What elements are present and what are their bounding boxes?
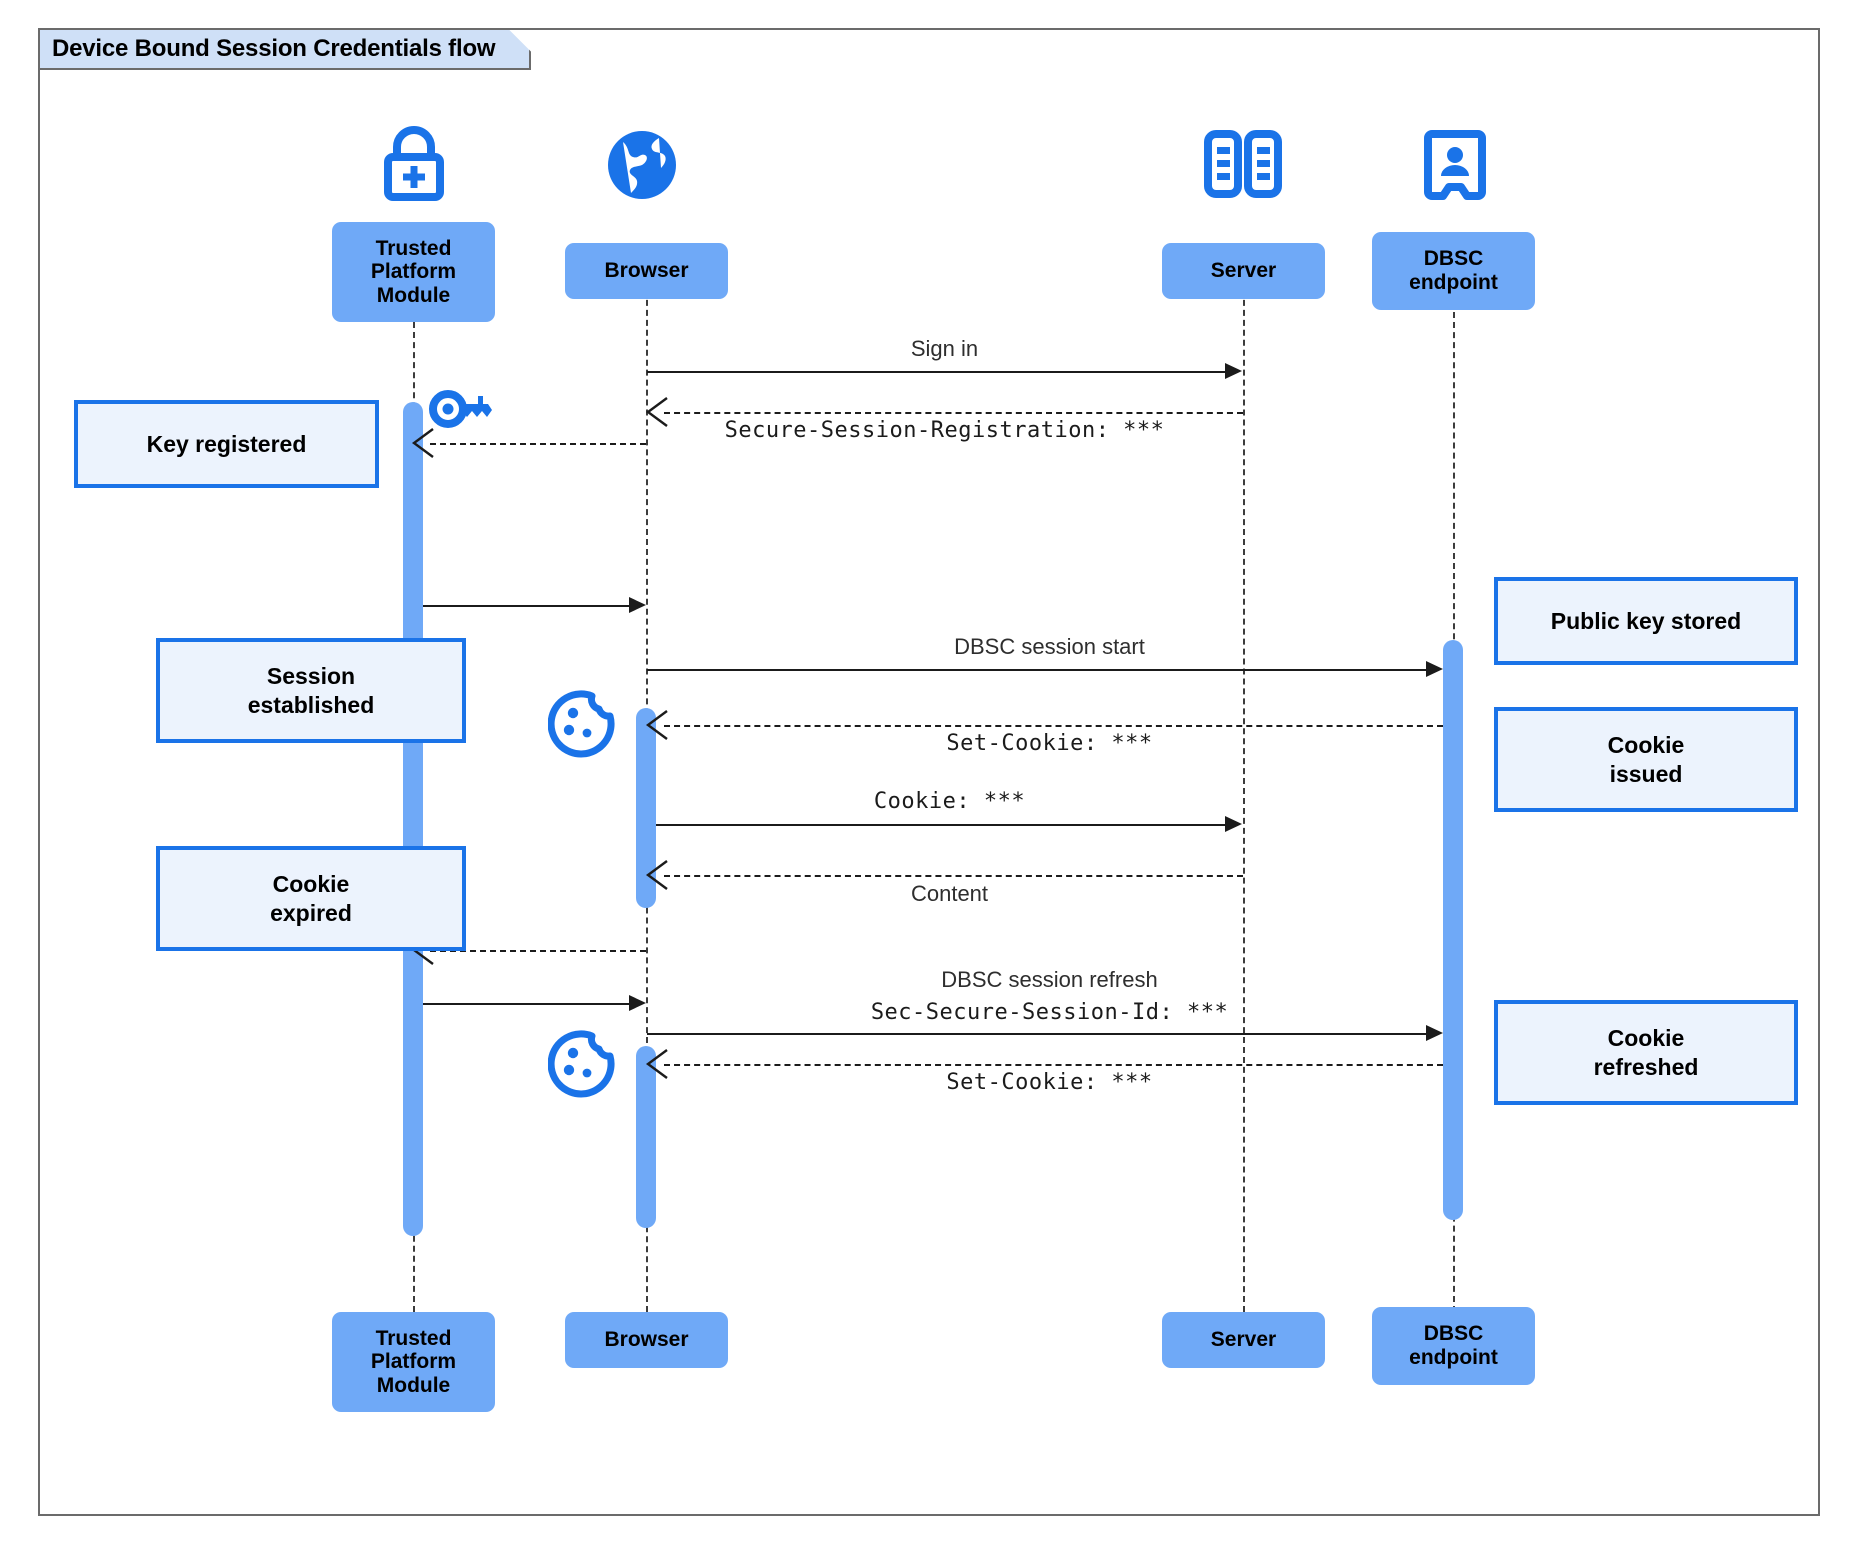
message-arrowhead-secure-session-registration [645,396,669,428]
message-arrowhead-tpm-to-browser-key [629,597,646,613]
message-line-set-cookie-2 [664,1064,1443,1066]
message-arrowhead-set-cookie-1 [645,709,669,741]
participant-header-server-label: Server [1210,259,1277,283]
message-arrowhead-cookie [1225,816,1242,832]
participant-footer-dbsc-label: DBSC endpoint [1409,1322,1498,1369]
participant-header-dbsc-label: DBSC endpoint [1409,247,1498,294]
message-line-sign-in [647,371,1225,373]
participant-footer-server-label: Server [1210,1328,1277,1352]
participant-footer-dbsc[interactable]: DBSC endpoint [1372,1307,1535,1385]
participant-footer-tpm[interactable]: Trusted Platform Module [332,1312,495,1412]
cookie-icon [547,688,618,763]
note-cookie-expired: Cookie expired [156,846,466,951]
participant-header-dbsc[interactable]: DBSC endpoint [1372,232,1535,310]
note-key-registered-text: Key registered [146,430,307,457]
id-badge-icon [1424,128,1486,207]
message-label-dbsc-session-start: DBSC session start [954,634,1145,659]
message-line-dbsc-session-refresh [647,1033,1426,1035]
activation-bar-dbsc [1443,640,1463,1220]
participant-header-browser-label: Browser [604,259,689,283]
globe-icon [601,126,683,209]
cookie-icon [547,1028,618,1103]
message-arrowhead-tpm-to-browser-refresh [629,995,646,1011]
participant-footer-browser-label: Browser [604,1328,689,1352]
message-arrowhead-dbsc-session-start [1426,661,1443,677]
message-label-set-cookie-1: Set-Cookie: *** [946,731,1153,756]
lifeline-server [1243,280,1245,1312]
message-label-sign-in: Sign in [910,336,979,361]
activation-bar-tpm [403,402,423,1236]
message-label-content: Content [910,881,989,906]
message-arrowhead-sign-in [1225,363,1242,379]
participant-footer-tpm-label: Trusted Platform Module [370,1326,457,1397]
message-line-browser-to-tpm-register [430,443,646,445]
note-cookie-issued: Cookie issued [1494,707,1798,812]
participant-header-tpm-label: Trusted Platform Module [370,236,457,307]
message-arrowhead-dbsc-session-refresh [1426,1025,1443,1041]
note-cookie-refreshed: Cookie refreshed [1494,1000,1798,1105]
message-line-content [664,875,1243,877]
participant-header-tpm[interactable]: Trusted Platform Module [332,222,495,322]
participant-footer-browser[interactable]: Browser [565,1312,728,1368]
note-cookie-refreshed-text: Cookie refreshed [1593,1024,1699,1080]
server-rack-icon [1200,128,1286,205]
activation-bar-browser-1 [636,708,656,908]
message-label-set-cookie-2: Set-Cookie: *** [946,1070,1153,1095]
note-cookie-expired-text: Cookie expired [270,870,352,926]
message-line-tpm-to-browser-refresh [423,1003,629,1005]
message-line-dbsc-session-start [647,669,1426,671]
participant-header-browser[interactable]: Browser [565,243,728,299]
note-key-registered: Key registered [74,400,379,488]
message-line-secure-session-registration [664,412,1243,414]
message-line-browser-to-tpm-refresh [430,950,646,952]
note-session-established-text: Session established [247,662,375,718]
message-arrowhead-browser-to-tpm-register [411,427,435,459]
message-arrowhead-set-cookie-2 [645,1048,669,1080]
message-label-sec-secure-session-id: Sec-Secure-Session-Id: *** [870,1000,1229,1025]
message-label-dbsc-session-refresh: DBSC session refresh [941,967,1158,992]
message-arrowhead-content [645,859,669,891]
note-session-established: Session established [156,638,466,743]
activation-bar-browser-2 [636,1046,656,1228]
message-label-cookie: Cookie: *** [873,789,1026,814]
lock-plus-icon [371,124,457,207]
note-public-key-stored-text: Public key stored [1550,607,1742,634]
participant-footer-server[interactable]: Server [1162,1312,1325,1368]
note-cookie-issued-text: Cookie issued [1607,731,1685,787]
participant-header-server[interactable]: Server [1162,243,1325,299]
message-label-secure-session-registration: Secure-Session-Registration: *** [724,418,1165,443]
message-line-cookie [656,824,1225,826]
message-line-tpm-to-browser-key [423,605,629,607]
key-icon [428,385,500,438]
note-public-key-stored: Public key stored [1494,577,1798,665]
diagram-title: Device Bound Session Credentials flow [40,30,531,70]
message-line-set-cookie-1 [664,725,1443,727]
